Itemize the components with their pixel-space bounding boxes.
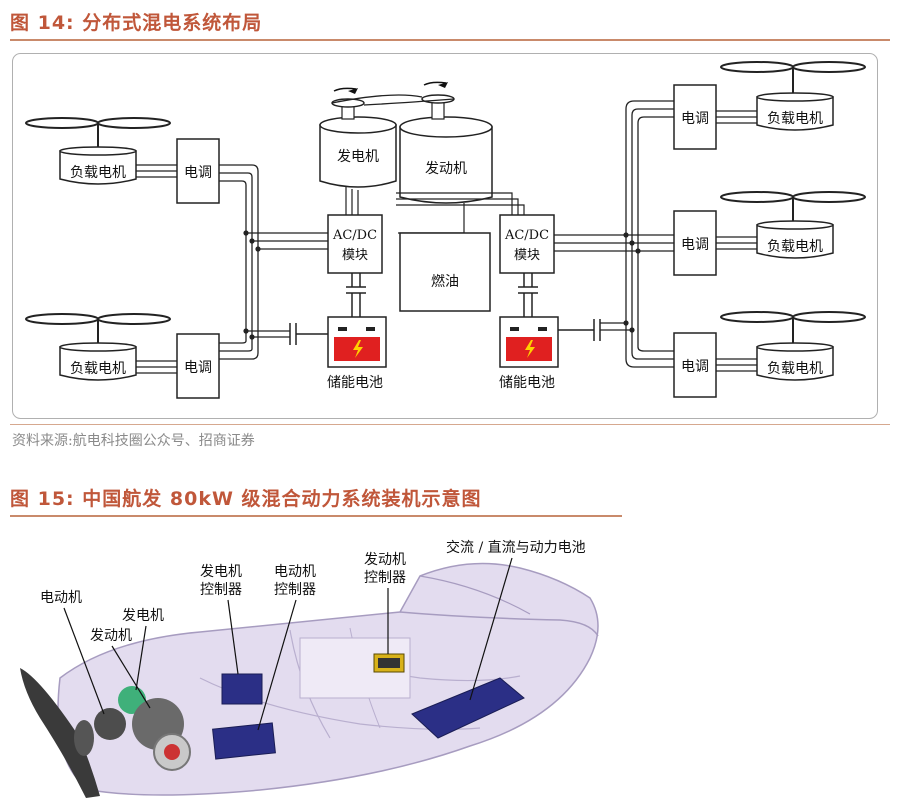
engine-controller-label-1: 发动机 <box>364 552 406 568</box>
acdc-module-right: AC/DC 模块 <box>499 214 555 274</box>
motor-controller-label-1: 电动机 <box>274 564 316 580</box>
esc-label: 电调 <box>681 237 709 253</box>
acdc-label: AC/DC <box>332 228 377 243</box>
battery-label: 储能电池 <box>327 375 383 391</box>
figure-14-title: 图 14: 分布式混电系统布局 <box>10 12 263 34</box>
esc-label: 电调 <box>681 111 709 127</box>
belt-drive <box>331 81 455 120</box>
left-bottom-esc: 电调 <box>176 333 220 399</box>
acdc-label: AC/DC <box>504 228 549 243</box>
module-label: 模块 <box>514 248 540 263</box>
left-motor-esc-wires <box>136 164 177 374</box>
generator-controller-box <box>221 673 263 705</box>
figure-14-source: 资料来源:航电科技圈公众号、招商证券 <box>12 433 255 449</box>
engine-label: 发动机 <box>425 161 467 177</box>
left-bus-wires <box>219 164 328 360</box>
battery-pack <box>411 677 525 739</box>
figure-15-rule <box>10 515 622 517</box>
figure-14-bottom-rule <box>10 424 890 425</box>
engine: 发动机 <box>399 116 493 204</box>
right-bottom-rotor <box>720 311 866 345</box>
figure-14-diagram: 负载电机 电调 负载电机 电调 <box>12 53 878 419</box>
gen-controller-label-1: 发电机 <box>200 564 242 580</box>
battery-left: 储能电池 <box>327 316 387 391</box>
generator: 发电机 <box>319 116 397 188</box>
battery-label: 交流 / 直流与动力电池 <box>446 539 586 556</box>
load-motor-label: 负载电机 <box>767 239 823 255</box>
load-motor-label: 负载电机 <box>767 361 823 377</box>
left-bottom-rotor <box>25 313 171 347</box>
engine-controller-box <box>373 653 405 673</box>
figure-14-rule <box>10 39 890 41</box>
esc-label: 电调 <box>184 360 212 376</box>
right-bottom-load-motor: 负载电机 <box>756 342 834 381</box>
left-bus-junctions <box>243 230 261 340</box>
engine-controller-label-2: 控制器 <box>364 570 406 586</box>
propeller <box>20 668 100 798</box>
battery-right: 储能电池 <box>499 316 559 391</box>
right-esc-motor-wires <box>716 110 757 372</box>
right-top-esc: 电调 <box>673 84 717 150</box>
left-top-load-motor: 负载电机 <box>59 146 137 185</box>
left-capacitor <box>289 323 330 345</box>
right-bottom-esc: 电调 <box>673 332 717 398</box>
right-bus-junctions <box>623 232 641 333</box>
motor-controller-box <box>212 722 276 760</box>
load-motor-label: 负载电机 <box>70 165 126 181</box>
fuel-tank: 燃油 <box>399 232 491 312</box>
gen-controller-label-2: 控制器 <box>200 582 242 598</box>
electric-motor-label: 电动机 <box>40 590 82 606</box>
left-top-esc: 电调 <box>176 138 220 204</box>
figure-15-title: 图 15: 中国航发 80kW 级混合动力系统装机示意图 <box>10 488 482 510</box>
dc-links <box>346 273 538 317</box>
figure-15-diagram: 电动机 发电机 发动机 发电机 控制器 电动机 控制器 发动机 控制器 交流 /… <box>20 539 599 798</box>
module-label: 模块 <box>342 248 368 263</box>
load-motor-label: 负载电机 <box>767 111 823 127</box>
fuel-label: 燃油 <box>431 273 459 290</box>
leader-lines <box>63 557 513 731</box>
esc-label: 电调 <box>681 359 709 375</box>
motor-controller-label-2: 控制器 <box>274 582 316 598</box>
right-middle-load-motor: 负载电机 <box>756 220 834 259</box>
right-middle-esc: 电调 <box>673 210 717 276</box>
right-top-load-motor: 负载电机 <box>756 92 834 131</box>
generator-label: 发电机 <box>337 149 379 165</box>
engine-label: 发动机 <box>90 628 132 644</box>
left-bottom-load-motor: 负载电机 <box>59 342 137 381</box>
esc-label: 电调 <box>184 165 212 181</box>
generator-label: 发电机 <box>122 608 164 624</box>
battery-label: 储能电池 <box>499 375 555 391</box>
load-motor-label: 负载电机 <box>70 361 126 377</box>
right-top-rotor <box>720 61 866 95</box>
aircraft-fuselage <box>57 562 599 796</box>
engine-assembly <box>94 686 191 771</box>
acdc-module-left: AC/DC 模块 <box>327 214 383 274</box>
